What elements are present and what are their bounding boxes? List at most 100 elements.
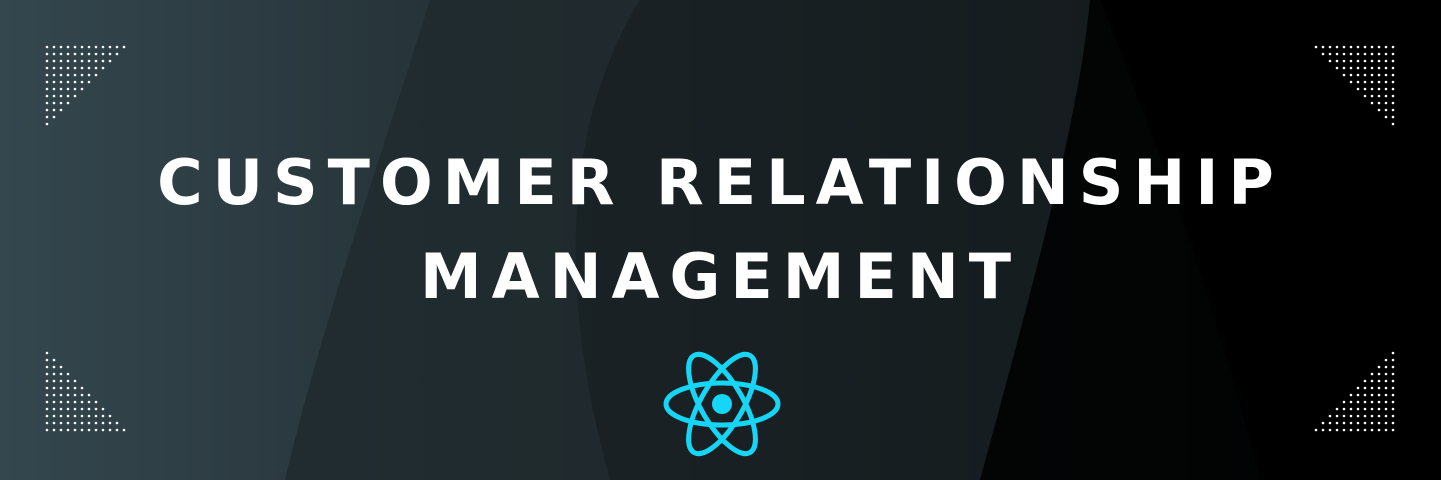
pattern-dot xyxy=(45,108,49,112)
pattern-dot xyxy=(52,365,56,369)
pattern-dot xyxy=(1342,428,1346,432)
pattern-dot xyxy=(52,372,56,376)
pattern-dot xyxy=(115,45,119,49)
pattern-dot xyxy=(1377,45,1381,49)
pattern-dot xyxy=(52,66,56,70)
pattern-dot xyxy=(87,45,91,49)
pattern-dot xyxy=(1335,59,1339,63)
pattern-dot xyxy=(52,108,56,112)
pattern-dot xyxy=(1328,59,1332,63)
pattern-dot xyxy=(1335,45,1339,49)
pattern-dot xyxy=(1342,59,1346,63)
pattern-dot xyxy=(73,45,77,49)
pattern-dot xyxy=(1356,393,1360,397)
pattern-dot xyxy=(59,45,63,49)
pattern-dot xyxy=(101,421,105,425)
pattern-dot xyxy=(66,414,70,418)
pattern-dot xyxy=(1377,386,1381,390)
pattern-dot xyxy=(73,386,77,390)
pattern-dot xyxy=(59,414,63,418)
pattern-dot xyxy=(1391,365,1395,369)
pattern-dot xyxy=(45,379,49,383)
pattern-dot xyxy=(1363,428,1367,432)
pattern-dot xyxy=(1391,379,1395,383)
pattern-dot xyxy=(52,386,56,390)
pattern-dot xyxy=(1370,386,1374,390)
pattern-dot xyxy=(1370,400,1374,404)
pattern-dot xyxy=(1370,59,1374,63)
pattern-dot xyxy=(1377,66,1381,70)
pattern-dot xyxy=(1377,407,1381,411)
pattern-dot xyxy=(1391,80,1395,84)
pattern-dot xyxy=(59,87,63,91)
pattern-dot xyxy=(1377,94,1381,98)
pattern-dot xyxy=(1363,421,1367,425)
pattern-dot xyxy=(1384,66,1388,70)
pattern-dot xyxy=(1363,59,1367,63)
pattern-dot xyxy=(73,421,77,425)
pattern-dot xyxy=(1370,414,1374,418)
pattern-dot xyxy=(1363,407,1367,411)
pattern-dot xyxy=(1384,52,1388,56)
pattern-dot xyxy=(45,66,49,70)
pattern-dot xyxy=(1363,379,1367,383)
pattern-dot xyxy=(1342,421,1346,425)
pattern-dot xyxy=(59,66,63,70)
pattern-dot xyxy=(1384,87,1388,91)
pattern-dot xyxy=(1377,379,1381,383)
pattern-dot xyxy=(80,87,84,91)
pattern-dot xyxy=(1356,428,1360,432)
pattern-dot xyxy=(1349,59,1353,63)
pattern-dot xyxy=(1377,80,1381,84)
pattern-dot xyxy=(87,421,91,425)
pattern-dot xyxy=(1356,45,1360,49)
pattern-dot xyxy=(80,52,84,56)
pattern-dot xyxy=(1391,66,1395,70)
pattern-dot xyxy=(52,80,56,84)
pattern-dot xyxy=(1370,428,1374,432)
pattern-dot xyxy=(59,428,63,432)
pattern-dot xyxy=(108,59,112,63)
pattern-dot xyxy=(45,393,49,397)
pattern-dot xyxy=(66,52,70,56)
pattern-dot xyxy=(45,45,49,49)
pattern-dot xyxy=(1335,407,1339,411)
pattern-dot xyxy=(1377,87,1381,91)
pattern-dot xyxy=(1377,400,1381,404)
pattern-dot xyxy=(1377,421,1381,425)
pattern-dot xyxy=(52,52,56,56)
pattern-dot xyxy=(66,428,70,432)
pattern-dot xyxy=(59,379,63,383)
pattern-dot xyxy=(101,428,105,432)
pattern-dot xyxy=(1321,52,1325,56)
pattern-dot xyxy=(59,52,63,56)
pattern-dot xyxy=(45,80,49,84)
pattern-dot xyxy=(94,400,98,404)
pattern-dot xyxy=(1391,101,1395,105)
pattern-dot xyxy=(1335,66,1339,70)
pattern-dot xyxy=(1363,393,1367,397)
pattern-dot xyxy=(1370,393,1374,397)
pattern-dot xyxy=(52,101,56,105)
pattern-dot xyxy=(1349,421,1353,425)
pattern-dot xyxy=(1377,393,1381,397)
pattern-dot xyxy=(1349,52,1353,56)
pattern-dot xyxy=(1384,386,1388,390)
pattern-dot xyxy=(1384,108,1388,112)
pattern-dot xyxy=(87,66,91,70)
pattern-dot xyxy=(1363,414,1367,418)
pattern-dot xyxy=(45,428,49,432)
pattern-dot xyxy=(1349,414,1353,418)
pattern-dot xyxy=(1342,52,1346,56)
pattern-dot xyxy=(87,407,91,411)
pattern-dot xyxy=(1391,414,1395,418)
pattern-dot xyxy=(87,393,91,397)
pattern-dot xyxy=(45,386,49,390)
pattern-dot xyxy=(45,400,49,404)
pattern-dot xyxy=(66,379,70,383)
pattern-dot xyxy=(1384,372,1388,376)
pattern-dot xyxy=(59,59,63,63)
pattern-dot xyxy=(66,372,70,376)
pattern-dot xyxy=(1363,386,1367,390)
